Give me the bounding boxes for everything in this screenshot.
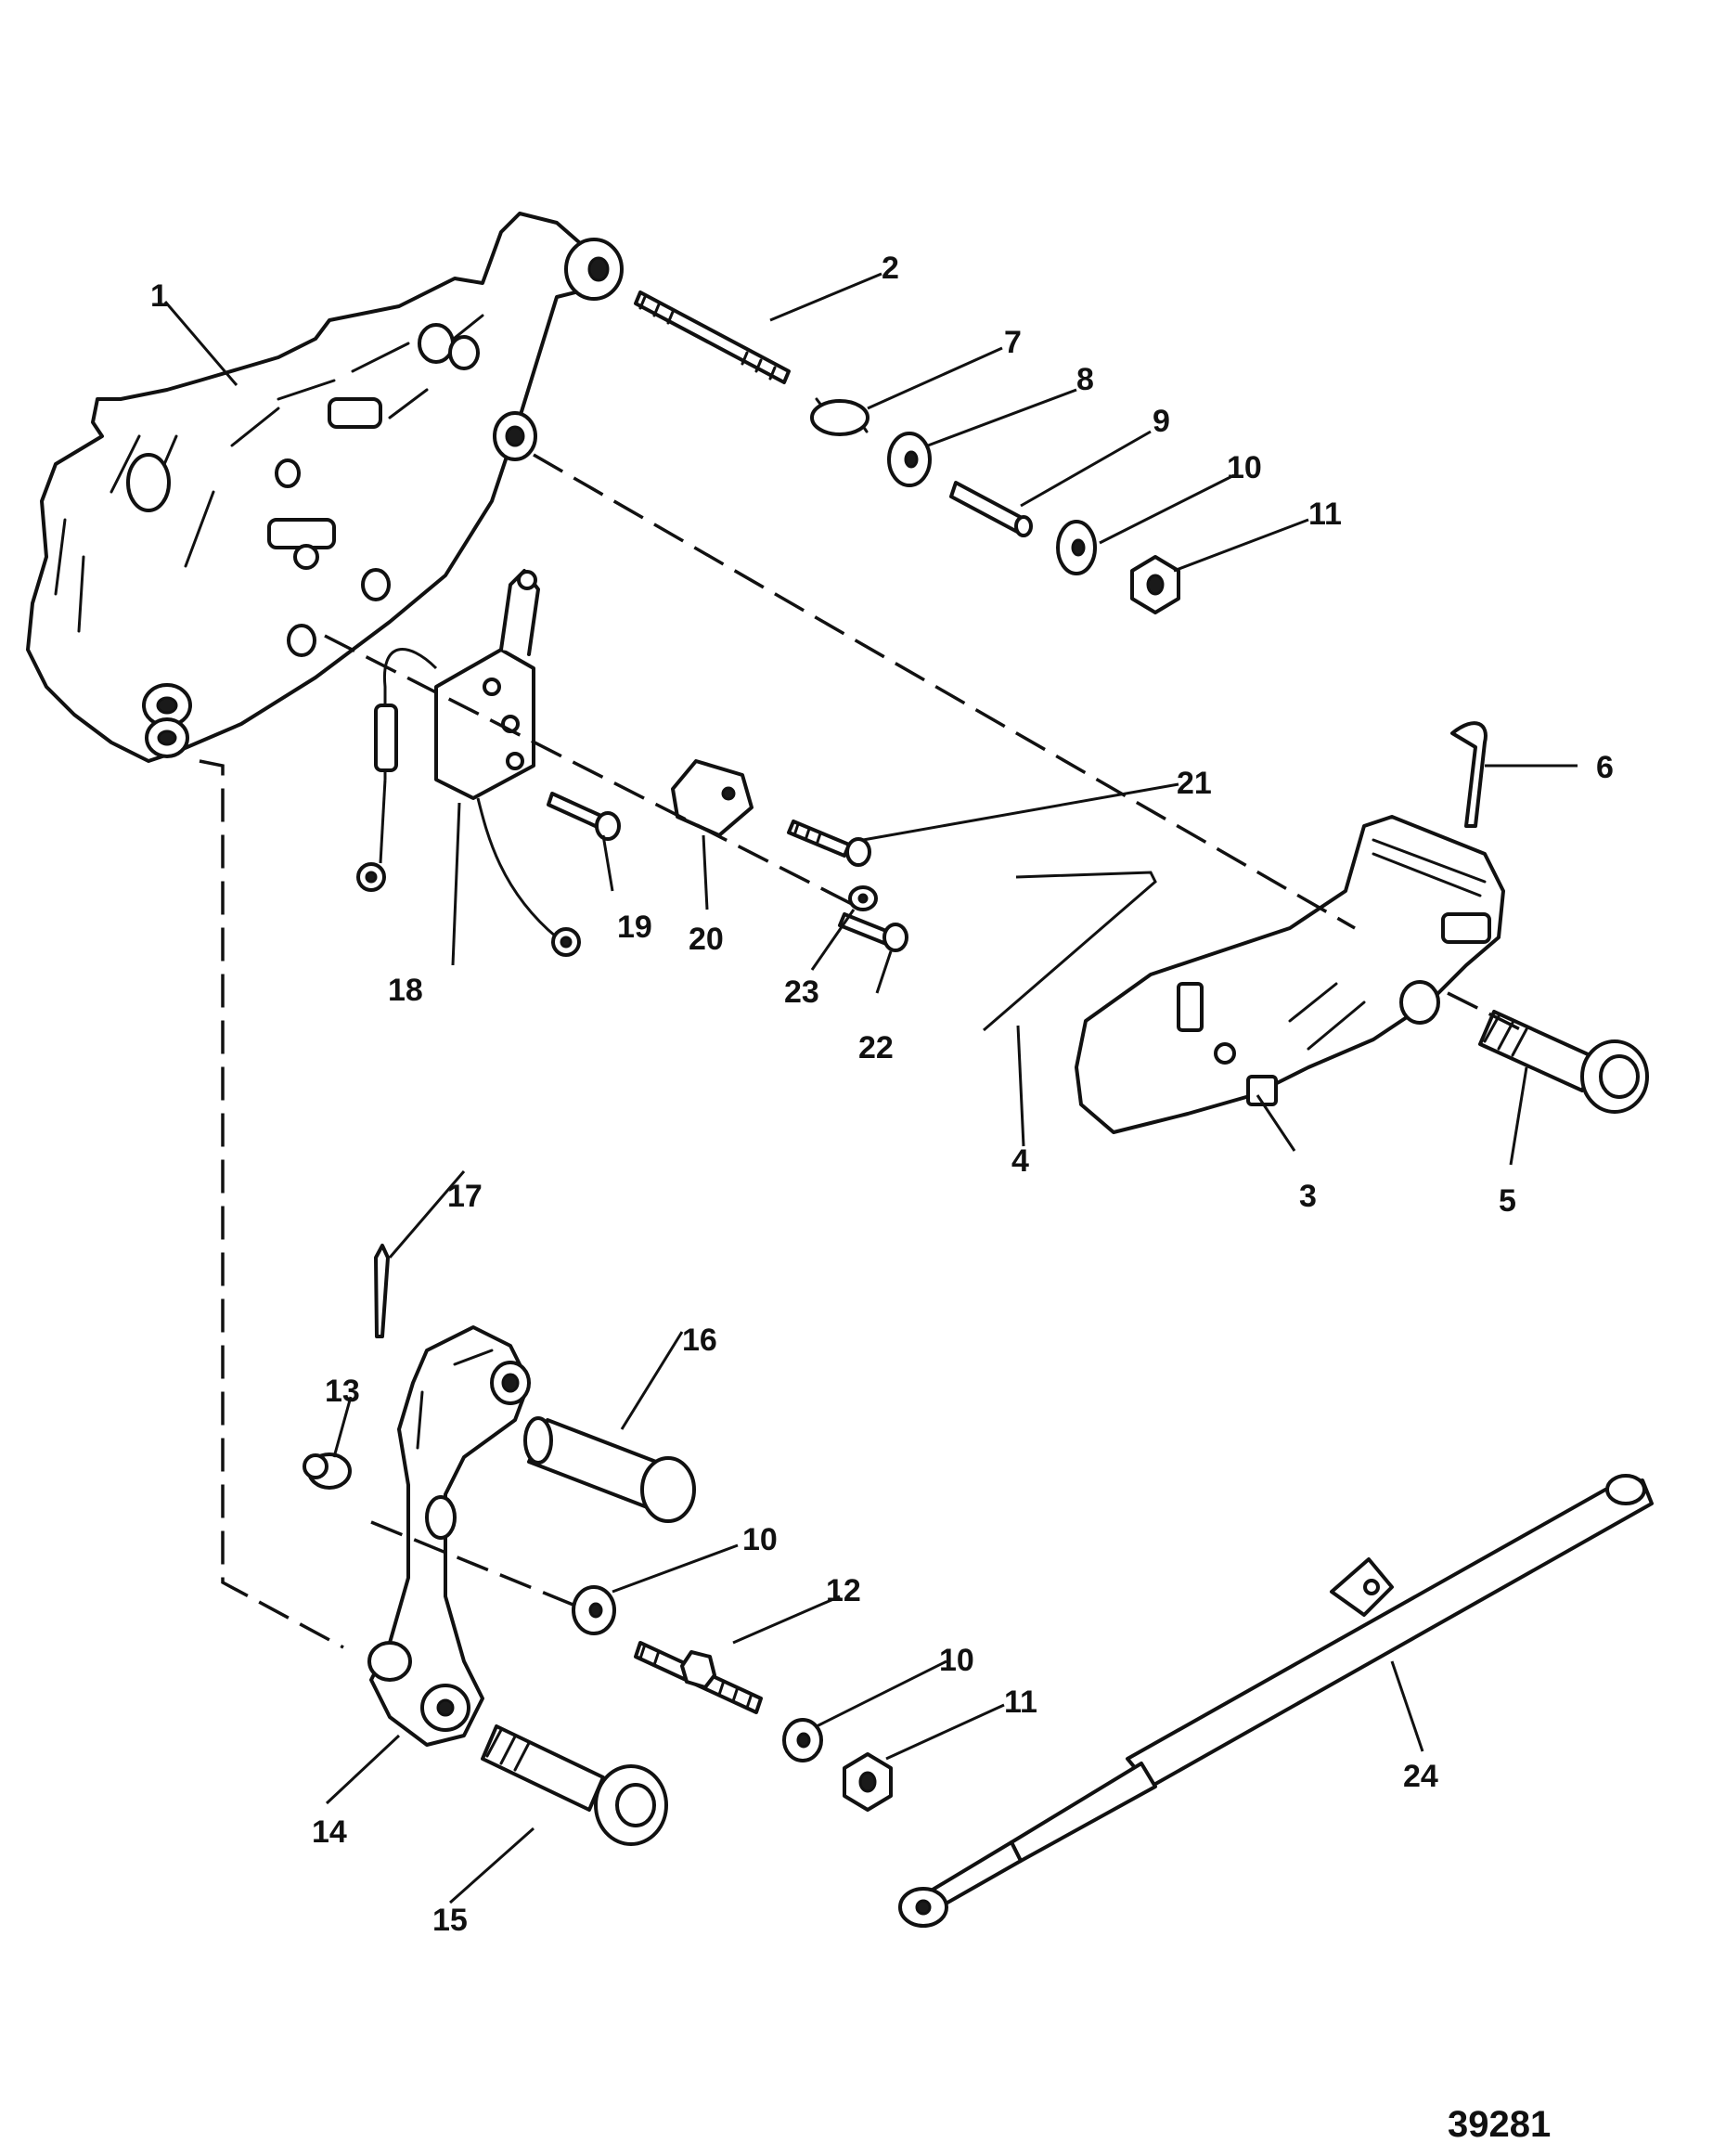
callout-5: 5 xyxy=(1499,1183,1516,1219)
part-10-washer-middle xyxy=(572,1585,616,1635)
part-23-washer xyxy=(848,885,878,911)
callout-4: 4 xyxy=(1011,1143,1029,1179)
callout-24: 24 xyxy=(1403,1759,1438,1794)
part-13-pin xyxy=(303,1452,352,1490)
part-15-bolt xyxy=(481,1724,668,1846)
part-2-stud xyxy=(634,290,791,384)
assembly-lines xyxy=(199,453,1523,1649)
callout-2: 2 xyxy=(882,251,899,286)
callout-21: 21 xyxy=(1177,766,1212,801)
part-20-clip xyxy=(671,759,754,837)
part-11-nut-lower xyxy=(843,1752,893,1812)
callout-8: 8 xyxy=(1076,362,1094,397)
callout-10-lower: 10 xyxy=(939,1643,974,1678)
callout-12: 12 xyxy=(826,1573,861,1608)
part-4-spring-wire xyxy=(983,871,1157,1032)
part-19-screw xyxy=(547,792,621,841)
catalog-number: 39281 xyxy=(1448,2104,1551,2145)
part-1-bracket xyxy=(26,212,624,763)
part-18-switch xyxy=(356,569,581,957)
callout-10-upper: 10 xyxy=(1227,450,1262,485)
part-22-screw xyxy=(838,912,908,952)
part-10-washer-upper xyxy=(1056,520,1097,575)
part-5-bolt xyxy=(1478,1010,1649,1114)
part-16-pin xyxy=(523,1416,696,1523)
callout-10-middle: 10 xyxy=(742,1522,778,1557)
callouts: 1 2 7 8 9 10 11 6 21 19 20 18 23 22 4 3 … xyxy=(150,251,1614,1938)
part-17-cotter-pin xyxy=(374,1244,390,1338)
part-21-screw xyxy=(787,820,871,867)
callout-3: 3 xyxy=(1299,1179,1317,1214)
part-11-nut-upper xyxy=(1130,555,1180,614)
callout-11-upper: 11 xyxy=(1308,497,1342,532)
callout-6: 6 xyxy=(1596,750,1614,785)
part-6-cotter-pin xyxy=(1450,721,1488,828)
callout-18: 18 xyxy=(388,973,423,1008)
callout-16: 16 xyxy=(682,1323,717,1358)
part-3-lever xyxy=(1075,815,1505,1134)
callout-9: 9 xyxy=(1153,404,1170,439)
part-9-pin xyxy=(949,481,1033,537)
part-24-rod xyxy=(898,1474,1654,1928)
callout-11-lower: 11 xyxy=(1004,1685,1037,1720)
callout-14: 14 xyxy=(312,1814,347,1850)
callout-17: 17 xyxy=(447,1179,483,1214)
callout-15: 15 xyxy=(432,1903,468,1938)
callout-23: 23 xyxy=(784,975,819,1010)
part-10-washer-lower xyxy=(782,1718,823,1762)
part-14-link-arm xyxy=(367,1325,531,1747)
part-12-stud xyxy=(634,1641,763,1714)
callout-22: 22 xyxy=(858,1030,894,1065)
part-7-spring xyxy=(810,397,869,436)
callout-20: 20 xyxy=(689,922,724,957)
part-8-washer xyxy=(887,432,932,487)
callout-7: 7 xyxy=(1004,325,1022,360)
leader-lines xyxy=(163,272,1578,1904)
callout-1: 1 xyxy=(150,278,168,314)
callout-19: 19 xyxy=(617,910,652,945)
callout-13: 13 xyxy=(325,1374,360,1409)
